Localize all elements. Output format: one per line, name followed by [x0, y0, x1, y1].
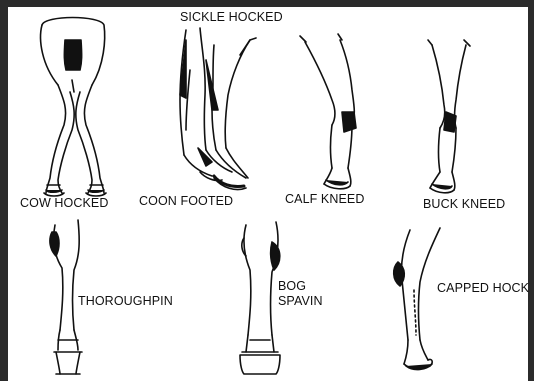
coon-footed-sickle-hocked-illustration	[180, 28, 256, 190]
label-thoroughpin: THOROUGHPIN	[78, 294, 173, 308]
bog-spavin-illustration	[240, 222, 280, 374]
label-bog-spavin-line1: BOG	[278, 279, 323, 294]
label-capped-hock: CAPPED HOCK	[437, 281, 529, 295]
label-bog-spavin: BOG SPAVIN	[278, 279, 323, 309]
buck-kneed-illustration	[428, 40, 470, 193]
label-bog-spavin-line2: SPAVIN	[278, 294, 323, 309]
label-cow-hocked: COW HOCKED	[20, 196, 109, 210]
calf-kneed-illustration	[300, 34, 356, 189]
label-calf-kneed: CALF KNEED	[285, 192, 365, 206]
label-sickle-hocked: SICKLE HOCKED	[180, 10, 283, 24]
cow-hocked-illustration	[41, 18, 106, 197]
label-coon-footed: COON FOOTED	[139, 194, 233, 208]
capped-hock-illustration	[394, 228, 440, 370]
label-buck-kneed: BUCK KNEED	[423, 197, 505, 211]
